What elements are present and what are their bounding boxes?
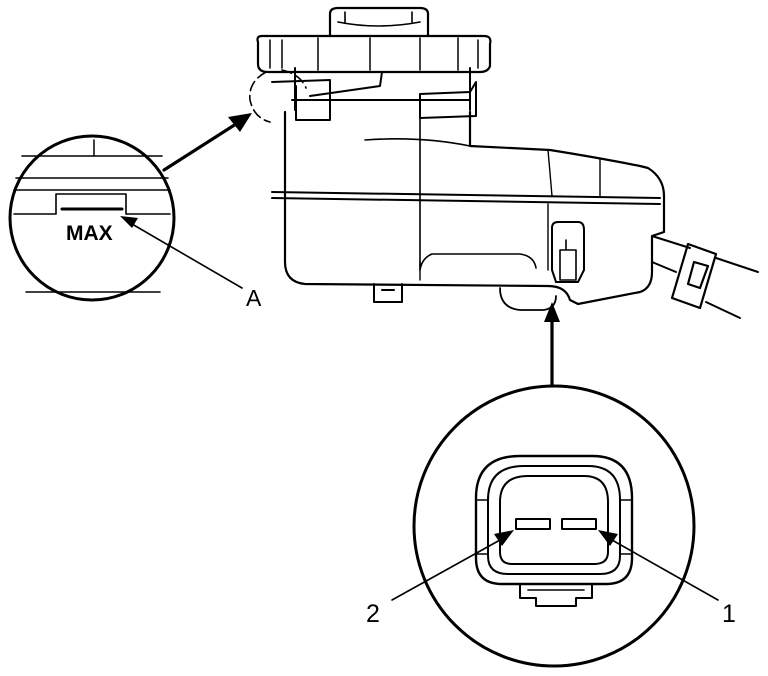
right-latch xyxy=(419,81,477,119)
leader-1 xyxy=(611,539,719,601)
leader-2 xyxy=(391,539,501,601)
left-latch xyxy=(271,71,383,121)
terminal-2 xyxy=(515,518,551,530)
detail-a-pointer-arrowhead xyxy=(228,113,252,132)
terminal-2-label: 2 xyxy=(366,600,380,628)
outlet-pipe xyxy=(651,235,691,273)
terminal-1-label: 1 xyxy=(722,600,736,628)
reservoir-assembly xyxy=(249,6,759,319)
hose xyxy=(705,257,759,319)
max-label: MAX xyxy=(66,222,113,245)
connector-detail-pointer-arrowhead xyxy=(544,302,560,322)
hose-clamp xyxy=(670,242,718,310)
leader-1-arrowhead xyxy=(598,530,618,546)
reservoir-tank xyxy=(283,110,666,306)
connector-lock-tab xyxy=(519,583,593,607)
connector-housing-inner xyxy=(499,475,609,565)
sensor-plug xyxy=(559,239,577,281)
detail-a-circle xyxy=(8,134,176,302)
connector-detail-circle xyxy=(412,384,696,668)
connector-housing-outer xyxy=(474,454,634,586)
reservoir-rim-band xyxy=(271,191,661,205)
cap-ribs xyxy=(269,37,479,71)
sensor-connector xyxy=(551,221,585,283)
connector-side-ribs xyxy=(475,499,633,555)
connector-detail-magnifier: 2 1 xyxy=(366,302,736,668)
mounting-tab xyxy=(373,283,403,303)
reservoir-shoulder xyxy=(364,111,537,271)
reservoir-seam xyxy=(419,149,601,281)
detail-a-rim-lines xyxy=(13,155,171,191)
leader-2-arrowhead xyxy=(494,530,514,546)
callout-a-label: A xyxy=(246,285,262,311)
leader-a xyxy=(131,223,243,289)
terminal-1 xyxy=(561,518,597,530)
connector-housing-mid xyxy=(487,465,621,575)
cap-ring xyxy=(256,34,492,74)
detail-a-window xyxy=(13,193,171,215)
detail-a-pointer xyxy=(162,122,238,172)
leader-a-arrowhead xyxy=(120,216,138,228)
cap-dome-inner xyxy=(337,11,421,27)
cap-dome xyxy=(328,6,430,38)
detail-a-magnifier: MAX A xyxy=(8,113,262,311)
sensor-boss xyxy=(499,287,557,311)
detail-a-callout-arc-2 xyxy=(281,69,307,89)
detail-a-callout-arc xyxy=(249,71,271,123)
